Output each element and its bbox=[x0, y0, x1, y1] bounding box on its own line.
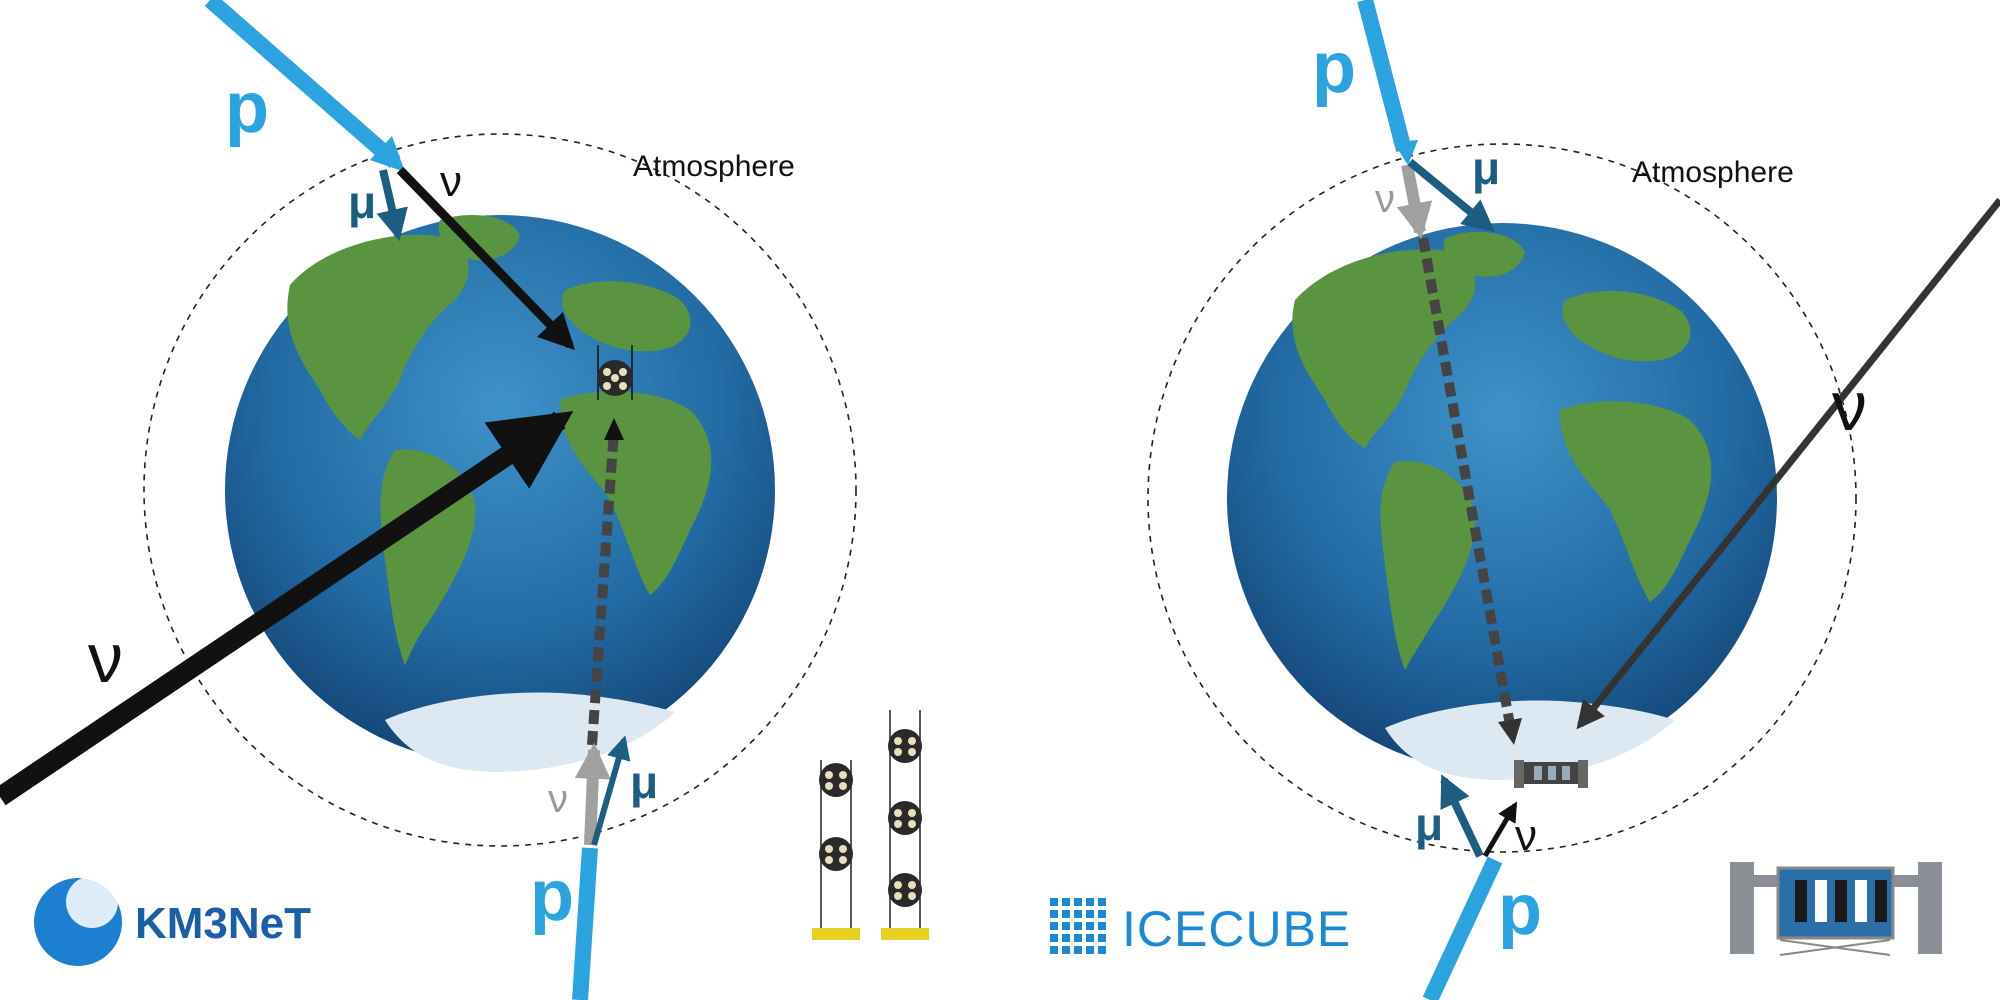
left-europe-shape bbox=[562, 281, 691, 352]
right-neutrino-big-arrow bbox=[1576, 197, 2000, 730]
left-neutrino-top-label: ν bbox=[440, 157, 462, 206]
right-proton-bottom-line bbox=[1422, 856, 1503, 1000]
right-greenland-shape bbox=[1443, 231, 1525, 277]
left-neutrino-upgoing-dashed bbox=[587, 429, 619, 746]
left-proton-bottom-line bbox=[572, 847, 598, 1000]
left-earth bbox=[225, 215, 775, 772]
icecube-logo-icon bbox=[1050, 898, 1106, 954]
left-atmosphere-ring bbox=[143, 133, 857, 847]
km3net-detector-strings bbox=[812, 710, 929, 940]
right-proton-top-line bbox=[1357, 0, 1412, 153]
right-neutrino-big-label: ν bbox=[1832, 367, 1867, 445]
right-neutrino-bottom-label: ν bbox=[1515, 811, 1537, 860]
right-earth bbox=[1227, 223, 1777, 780]
right-atmosphere-ring bbox=[1147, 143, 1857, 853]
right-africa-shape bbox=[1560, 401, 1712, 602]
left-panel: KM3NeT Atmosphere p μ ν ν ν μ p bbox=[0, 0, 929, 1000]
left-muon-top-label: μ bbox=[348, 176, 376, 228]
right-detector-icon bbox=[1514, 760, 1588, 788]
left-atmosphere-label: Atmosphere bbox=[633, 150, 795, 183]
right-neutrino-top-grey bbox=[1396, 163, 1433, 240]
right-muon-bottom-arrow bbox=[1440, 774, 1484, 858]
left-muon-top-arrow bbox=[376, 169, 408, 242]
right-muon-top-arrow bbox=[1407, 158, 1495, 233]
km3net-logo: KM3NeT bbox=[34, 876, 311, 966]
right-muon-bottom-label: μ bbox=[1415, 798, 1443, 850]
right-proton-bottom-label: p bbox=[1498, 870, 1542, 950]
left-proton-top-line bbox=[204, 0, 401, 169]
right-muon-top-label: μ bbox=[1472, 142, 1500, 194]
right-neutrino-through-dashed bbox=[1418, 237, 1515, 726]
left-africa-shape bbox=[560, 391, 712, 595]
icecube-logo: ICECUBE bbox=[1050, 898, 1351, 957]
left-muon-bottom-label: μ bbox=[630, 756, 658, 808]
left-north-america-shape bbox=[287, 234, 469, 440]
right-neutrino-top-label: ν bbox=[1375, 177, 1395, 221]
right-north-america-shape bbox=[1292, 249, 1476, 448]
km3net-logo-text: KM3NeT bbox=[135, 899, 311, 948]
left-neutrino-big-label: ν bbox=[88, 619, 123, 697]
left-proton-bottom-label: p bbox=[530, 856, 574, 936]
left-neutrino-bottom-label: ν bbox=[548, 777, 568, 821]
left-muon-bottom-arrow bbox=[591, 735, 631, 846]
icecube-logo-text: ICECUBE bbox=[1122, 901, 1351, 957]
left-neutrino-upgoing-head bbox=[604, 418, 624, 440]
left-proton-top-label: p bbox=[225, 68, 269, 148]
left-proton-top-head bbox=[370, 136, 405, 172]
left-detector-icon bbox=[597, 345, 633, 400]
right-south-america-shape bbox=[1380, 461, 1476, 670]
right-proton-top-head bbox=[1393, 140, 1418, 165]
left-neutrino-big-arrow bbox=[0, 411, 574, 806]
left-neutrino-bottom-grey bbox=[574, 742, 611, 846]
right-panel: ICECUBE Atmosphere p ν μ ν μ ν p bbox=[1050, 0, 2000, 1000]
icecube-lab-building bbox=[1730, 862, 1942, 956]
right-atmosphere-label: Atmosphere bbox=[1632, 156, 1794, 189]
right-proton-top-label: p bbox=[1312, 28, 1356, 108]
right-neutrino-through-head bbox=[1498, 718, 1522, 745]
right-neutrino-bottom-arrow bbox=[1482, 801, 1518, 858]
left-neutrino-top-arrow bbox=[396, 166, 576, 351]
right-europe-shape bbox=[1562, 290, 1691, 362]
